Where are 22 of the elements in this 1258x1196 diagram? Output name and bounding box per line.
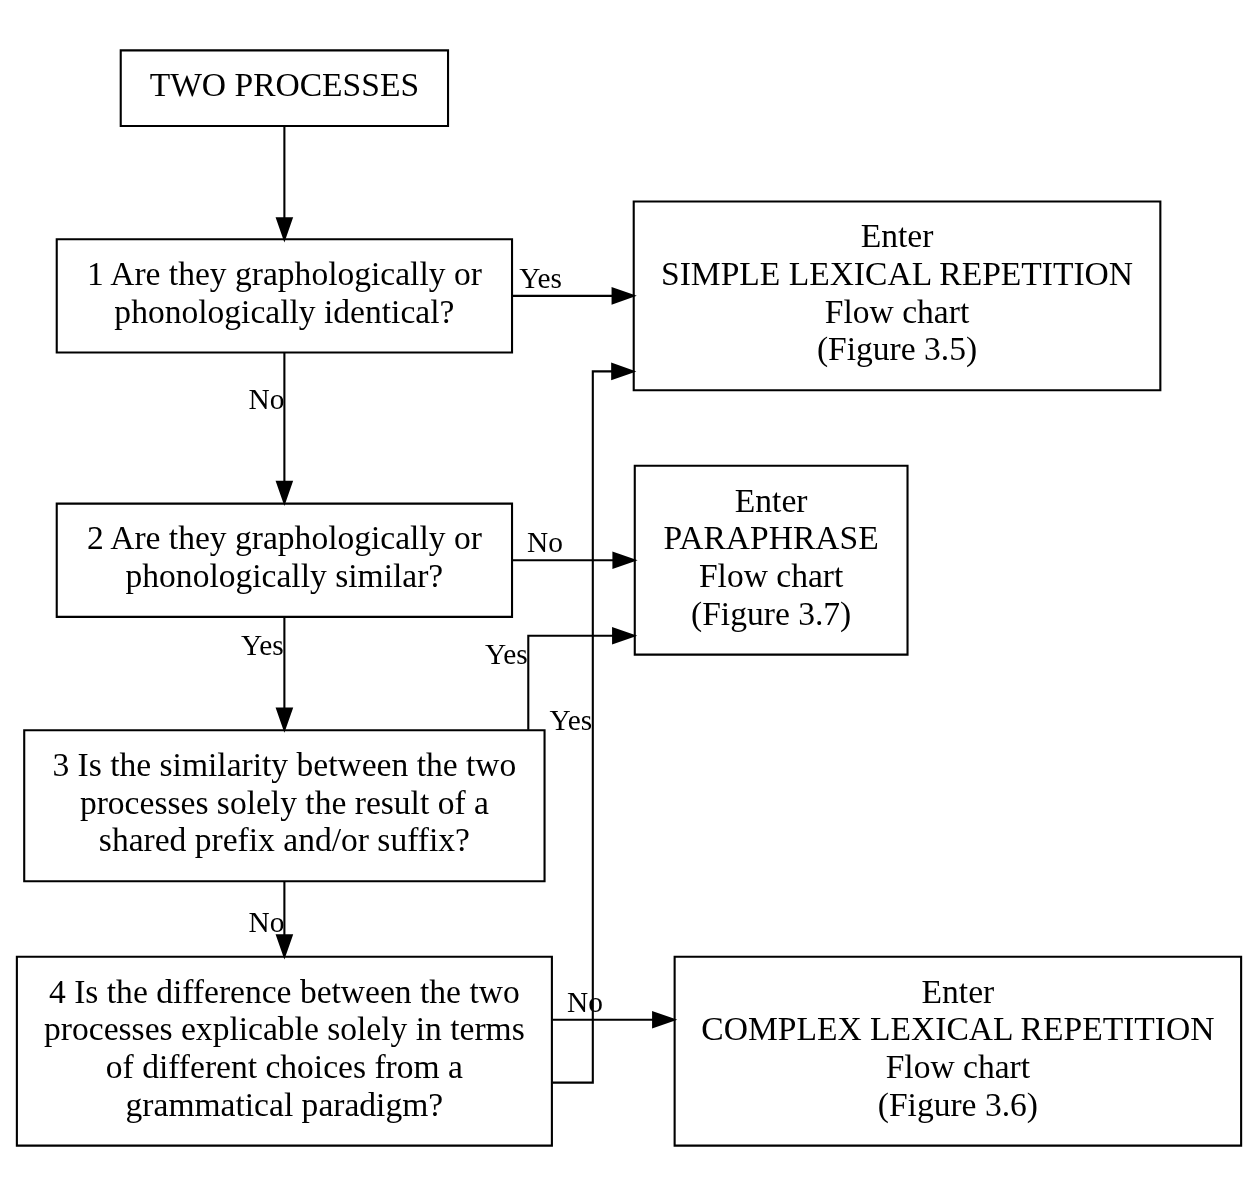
arrow [552,362,637,1084]
node-box: TWO PROCESSES [119,49,450,127]
arrow [512,551,638,570]
arrow [527,626,638,730]
arrow [275,617,294,733]
edge-label: Yes [484,637,528,670]
node-box: 2 Are they graphologically or phonologically similar? [55,502,514,618]
node-box: 4 Is the difference between the two processes explicable solely in terms of different choices from a grammatical paradigm? [15,955,553,1147]
node-box: 3 Is the similarity between the two processes solely the result of a shared prefix and/or suffix? [23,729,546,883]
arrow [275,126,294,243]
node-box: Enter PARAPHRASE Flow chart (Figure 3.7) [633,464,909,656]
arrow [275,881,294,960]
edge-label: Yes [549,703,593,736]
edge-label: No [526,526,563,559]
edge-label: Yes [519,261,562,294]
node-box: Enter COMPLEX LEXICAL REPETITION Flow chart (Figure 3.6) [673,955,1243,1147]
edge-label: Yes [240,628,284,661]
node-box: Enter SIMPLE LEXICAL REPETITION Flow chart (Figure 3.5) [632,200,1162,392]
arrow [512,287,637,305]
node-box: 1 Are they graphologically or phonologically identical? [55,238,514,354]
arrow [275,352,294,506]
arrow [552,1010,678,1029]
